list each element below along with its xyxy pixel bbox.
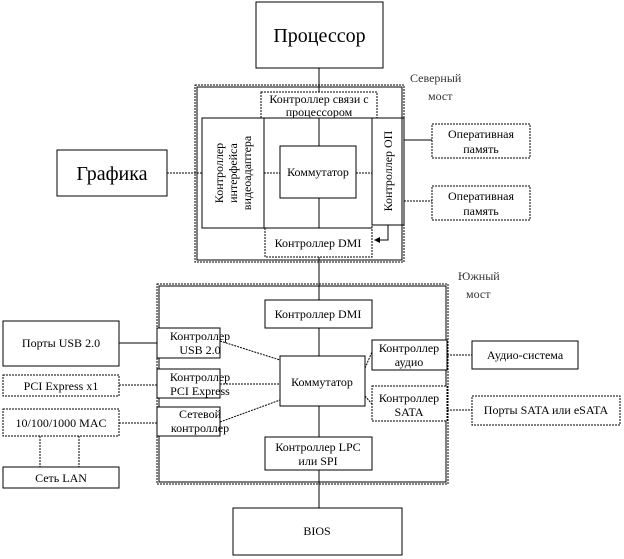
ram-2-line1: Оперативная — [448, 189, 515, 203]
lan-label: Сеть LAN — [35, 471, 87, 485]
lpc-ctrl-line1: Контроллер LPC — [275, 440, 360, 454]
sata-ports-box: Порты SATA или eSATA — [471, 395, 621, 426]
bios-box: BIOS — [232, 507, 403, 556]
lan-box: Сеть LAN — [2, 466, 120, 489]
cpu-ctrl-line1: Контроллер связи с — [269, 92, 368, 106]
graphics-box: Графика — [56, 149, 168, 197]
processor-label: Процессор — [273, 25, 365, 47]
ram-1-line1: Оперативная — [448, 127, 515, 141]
mem-ctrl-label: Контроллер ОП — [381, 130, 395, 211]
connectors — [39, 68, 472, 508]
bios-label: BIOS — [303, 524, 330, 538]
usb-ctrl-line2: USB 2.0 — [179, 343, 220, 357]
ram-box-1: Оперативная память — [431, 123, 531, 159]
sb-dmi-label: Контроллер DMI — [275, 307, 362, 321]
south-bridge: Южный мост Контроллер DMI Контроллер USB… — [156, 269, 500, 485]
net-ctrl-line2: контроллер — [171, 421, 229, 435]
ram-1-line2: память — [463, 142, 499, 156]
sata-ctrl-line2: SATA — [394, 405, 423, 419]
pcie-ctrl-line1: Контроллер — [170, 370, 230, 384]
audio-system-label: Аудио-система — [487, 348, 564, 362]
cpu-ctrl-line2: процессором — [286, 105, 353, 119]
lpc-ctrl-line2: или SPI — [298, 454, 337, 468]
pcie-x1-box: PCI Express x1 — [2, 374, 120, 397]
video-ctrl-line3: видеоадаптера — [240, 135, 254, 210]
processor-box: Процессор — [255, 1, 384, 69]
usb-ports-box: Порты USB 2.0 — [2, 320, 120, 367]
nb-dmi-label: Контроллер DMI — [275, 236, 362, 250]
audio-ctrl-line1: Контроллер — [379, 341, 439, 355]
mac-label: 10/100/1000 MAC — [15, 416, 106, 430]
pcie-x1-label: PCI Express x1 — [24, 379, 99, 393]
nb-switch-label: Коммутатор — [287, 165, 349, 179]
north-bridge-label-1: Северный — [410, 71, 462, 85]
video-ctrl-line2: интерфейса — [226, 142, 240, 202]
north-bridge: Северный мост Контроллер связи с процесс… — [194, 71, 462, 263]
net-ctrl-line1: Сетевой — [179, 407, 222, 421]
ram-2-line2: память — [463, 204, 499, 218]
ram-box-2: Оперативная память — [431, 185, 531, 221]
audio-ctrl-line2: аудио — [395, 355, 424, 369]
south-bridge-label-1: Южный — [458, 269, 500, 283]
usb-ctrl-line1: Контроллер — [170, 329, 230, 343]
pcie-ctrl-line2: PCI Express — [170, 384, 230, 398]
sata-ports-label: Порты SATA или eSATA — [484, 403, 609, 417]
video-ctrl-line1: Контроллер — [212, 143, 226, 203]
north-bridge-label-2: мост — [428, 89, 453, 103]
sb-switch-label: Коммутатор — [291, 375, 353, 389]
mac-box: 10/100/1000 MAC — [2, 408, 120, 437]
graphics-label: Графика — [76, 163, 147, 185]
usb-ports-label: Порты USB 2.0 — [22, 336, 100, 350]
sata-ctrl-line1: Контроллер — [379, 391, 439, 405]
audio-system-box: Аудио-система — [471, 340, 579, 370]
south-bridge-label-2: мост — [466, 287, 491, 301]
